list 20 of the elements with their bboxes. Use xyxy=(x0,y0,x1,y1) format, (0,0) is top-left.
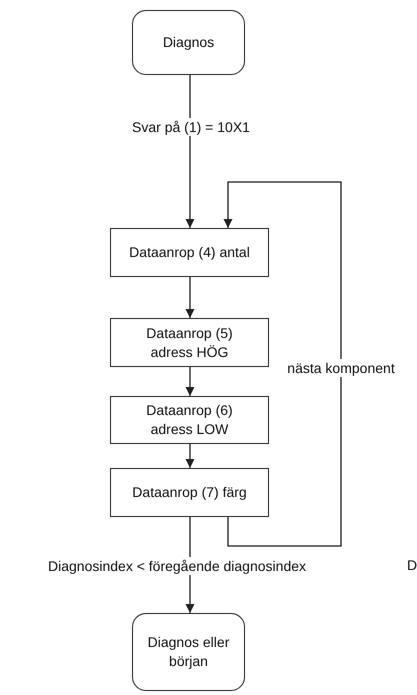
node-text: Dataanrop (4) antal xyxy=(129,243,250,262)
node-text: Dataanrop (5) adress HÖG xyxy=(145,324,234,362)
terminal-box xyxy=(132,613,245,691)
node-text: Dataanrop (7) färg xyxy=(132,483,247,502)
arrow xyxy=(186,367,194,396)
edge-label: Svar på (1) = 10X1 xyxy=(130,118,252,136)
arrow xyxy=(224,181,342,547)
node-text: Dataanrop (6) adress LOW xyxy=(145,401,234,439)
node-text: Diagnos xyxy=(162,33,214,52)
edge-label: nästa komponent xyxy=(285,359,397,377)
cut-off-label: D xyxy=(407,557,417,573)
process-box xyxy=(110,396,269,444)
arrow xyxy=(186,75,194,228)
arrow xyxy=(186,277,194,318)
process-box xyxy=(110,468,269,517)
node-text: Diagnos eller början xyxy=(146,633,230,671)
process-box xyxy=(110,228,269,277)
terminal-box xyxy=(132,10,245,75)
process-box xyxy=(110,318,269,367)
arrow xyxy=(186,444,194,468)
